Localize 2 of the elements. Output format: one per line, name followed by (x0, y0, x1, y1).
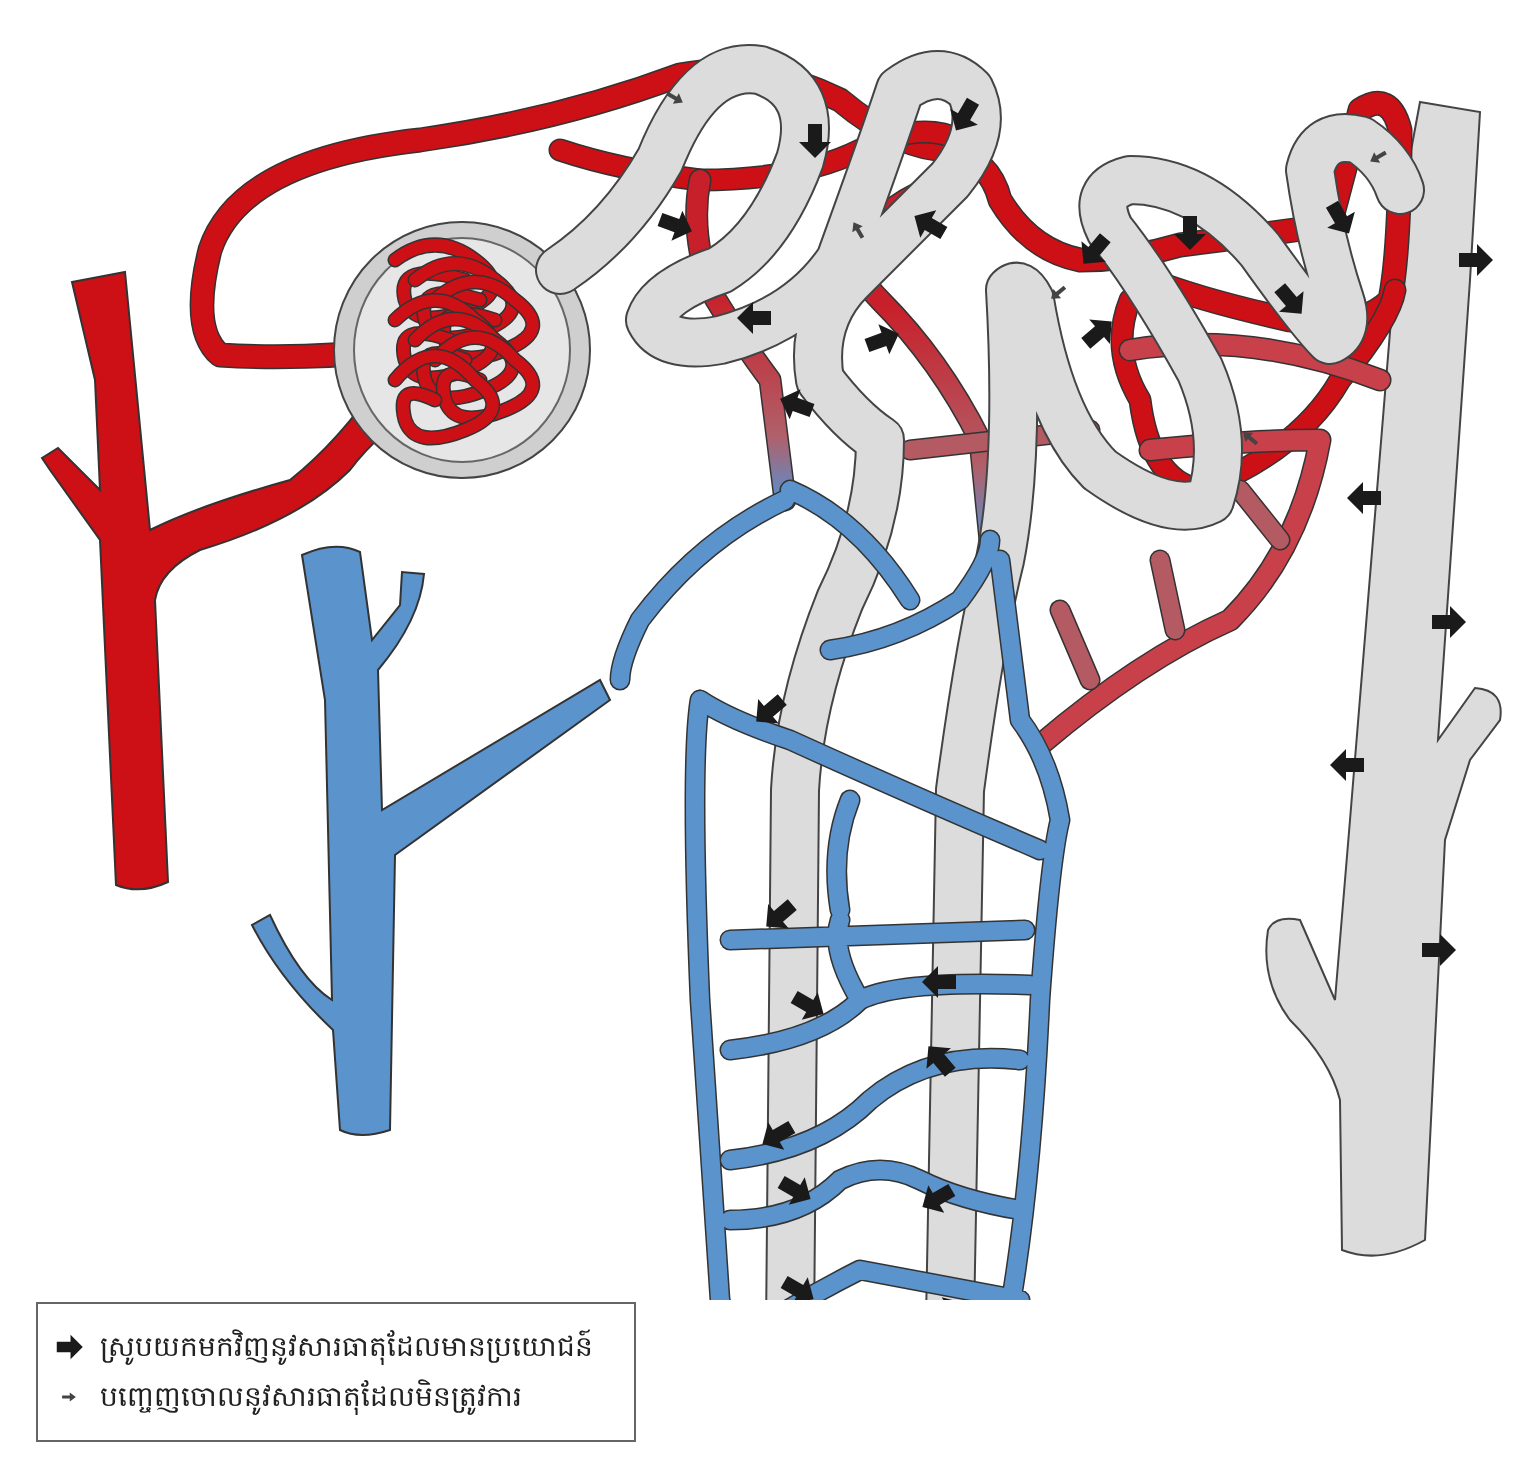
legend-text: បញ្ចេញចោលនូវសារធាតុដែលមិនត្រូវការ (100, 1379, 522, 1416)
legend-text: ស្រូបយកមកវិញនូវសារធាតុដែលមានប្រយោជន៍ (100, 1328, 593, 1365)
